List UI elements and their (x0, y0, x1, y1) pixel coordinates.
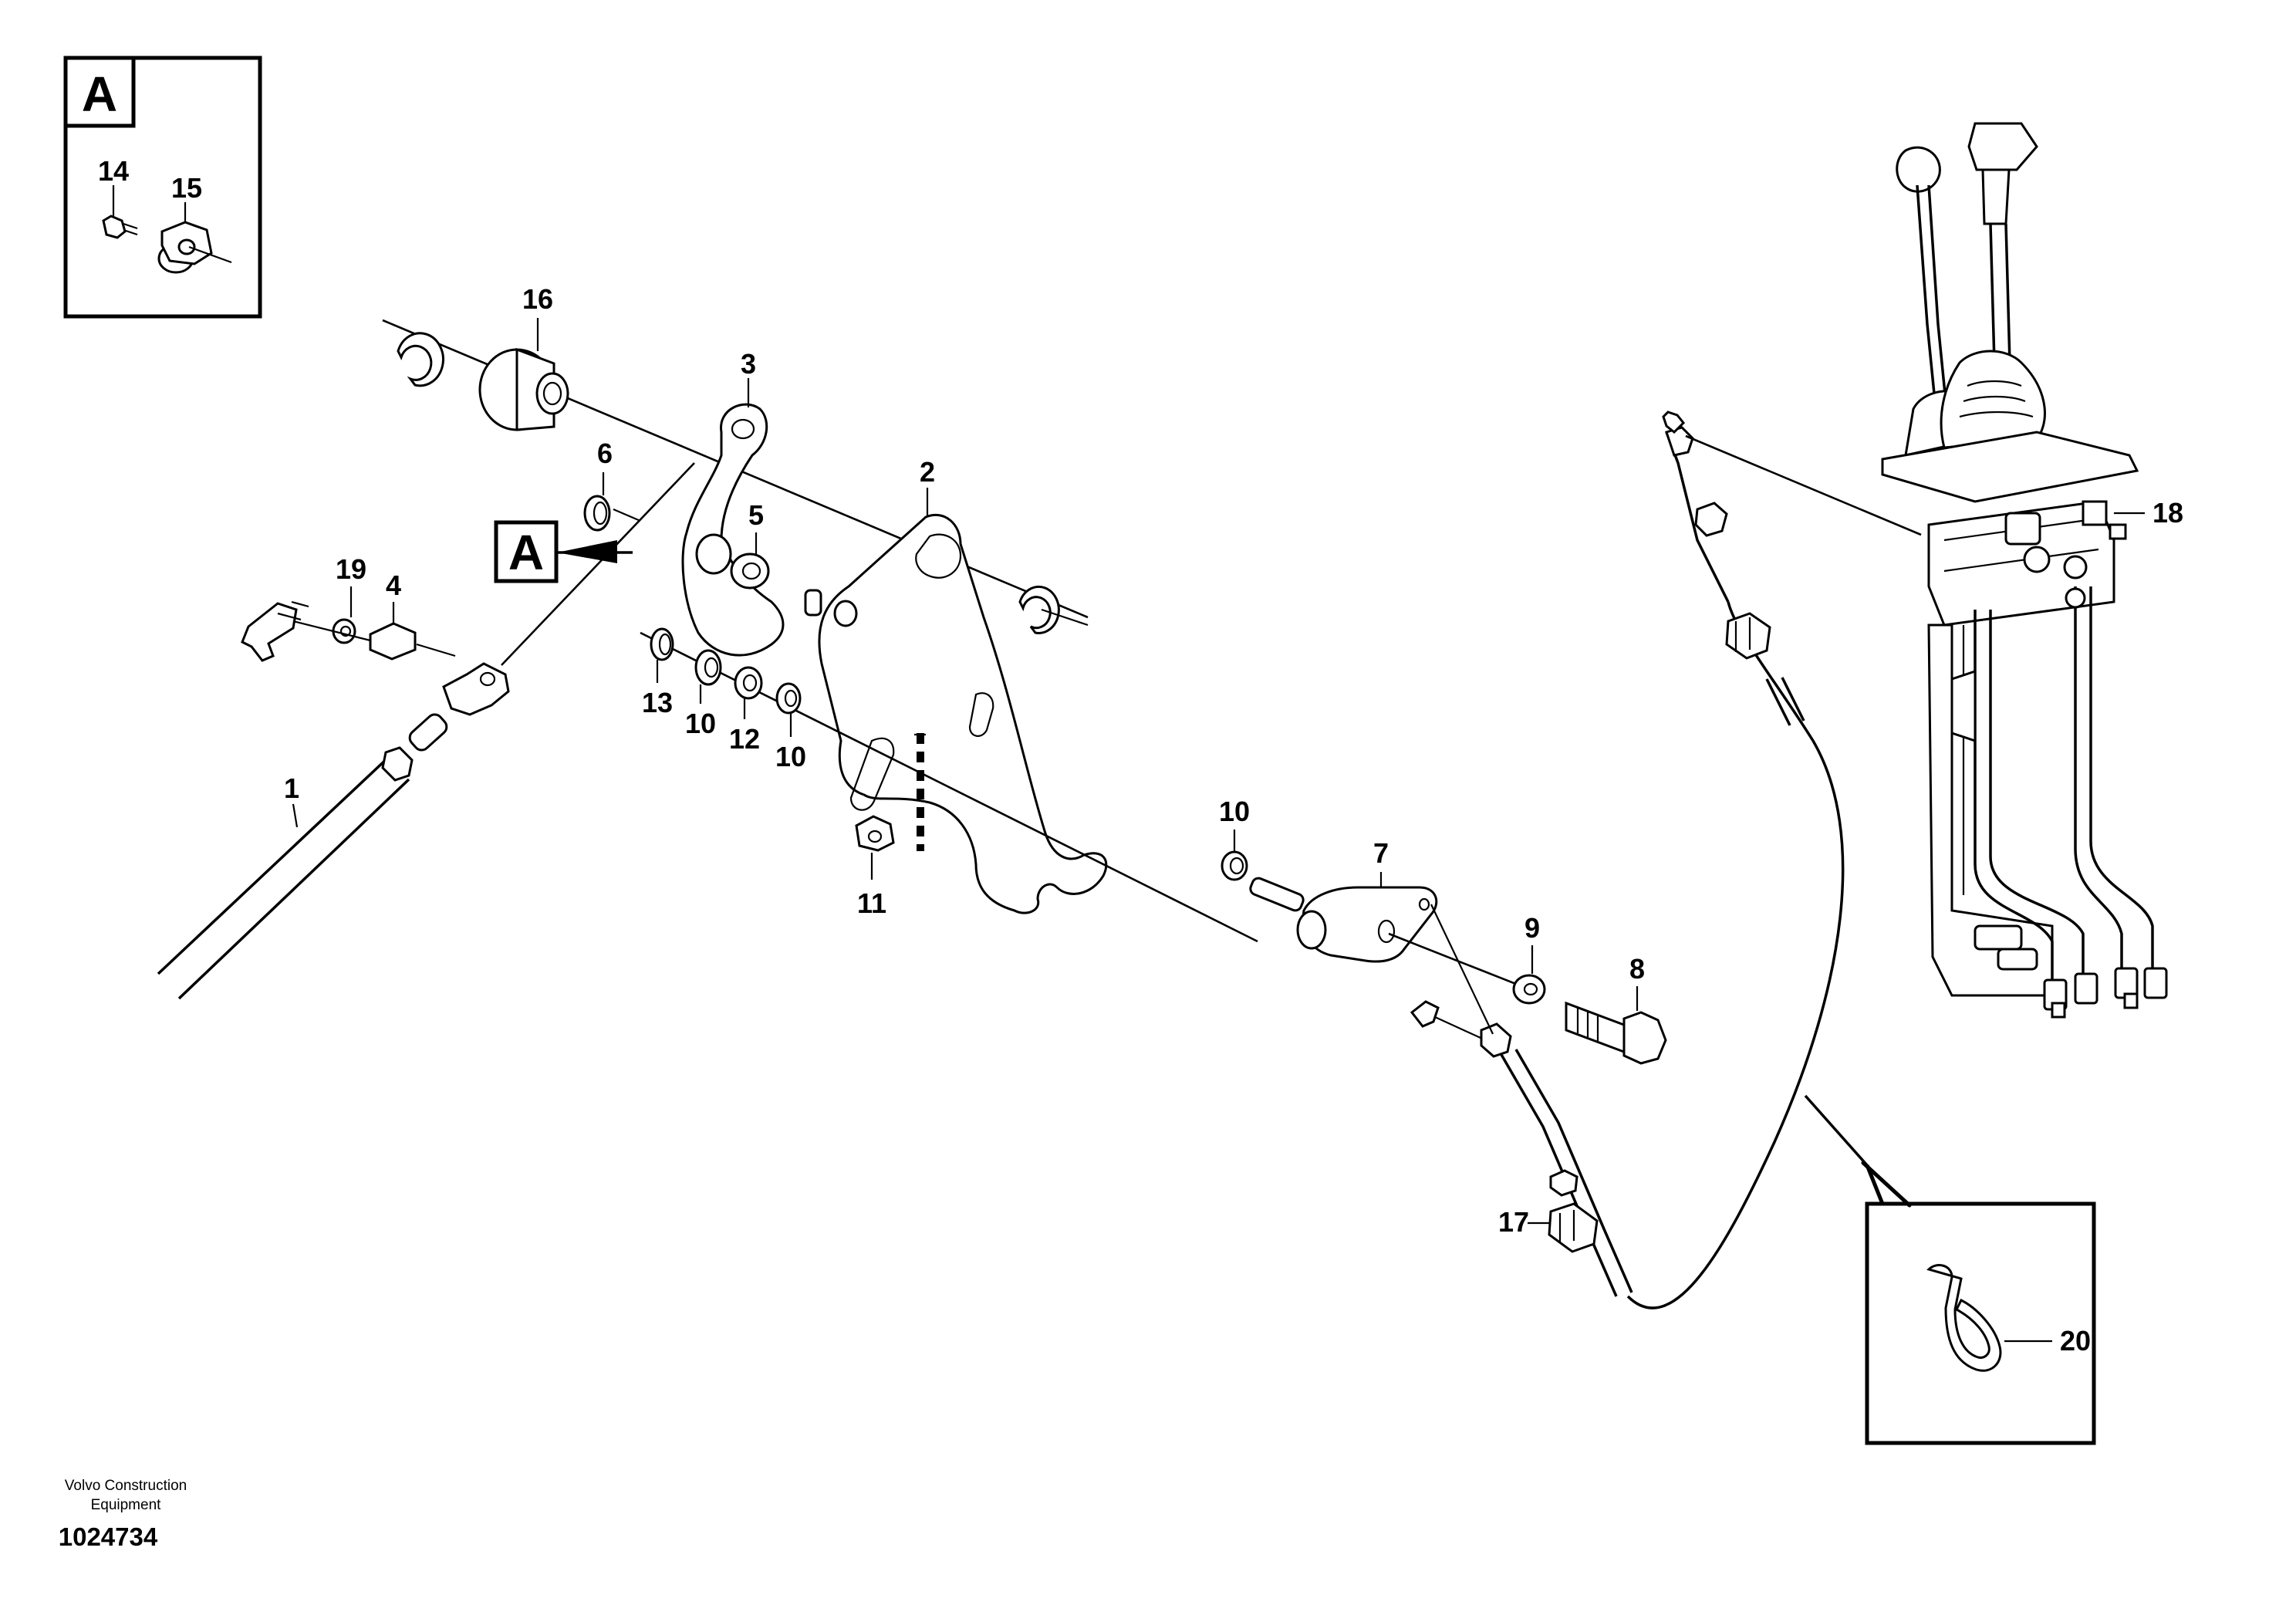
part-label-15: 15 (171, 172, 202, 204)
part-label-14: 14 (98, 155, 129, 187)
detail-a-frame (63, 56, 262, 319)
lock-washer-right (1018, 585, 1060, 634)
maker-line-2: Equipment (91, 1497, 162, 1513)
bushing-part-10-a (694, 649, 722, 686)
snap-ring-part-13 (650, 627, 674, 661)
footer: Volvo Construction Equipment 1024734 (59, 1478, 187, 1551)
bushing-part-10-b (775, 682, 802, 715)
cable-to-controller-line (1685, 434, 1922, 536)
part-label-20: 20 (2060, 1325, 2091, 1357)
pivot-pin (804, 589, 822, 617)
cable-tie-part-20 (1926, 1264, 2002, 1372)
bushing-part-16 (478, 347, 569, 431)
part-label-5: 5 (748, 499, 764, 531)
part-label-2: 2 (920, 456, 935, 488)
part-label-4: 4 (386, 569, 401, 601)
lever-arm-part-3 (681, 403, 785, 657)
nut-part-15 (157, 221, 213, 274)
part-label-12: 12 (729, 723, 760, 755)
bolt-part-8 (1565, 1001, 1667, 1065)
routing-cable-loop (1626, 411, 1845, 1309)
part-label-8: 8 (1629, 953, 1645, 985)
part-label-6: 6 (597, 438, 613, 469)
detail-a-letter-box (63, 56, 136, 128)
bracket-plate-part-2 (818, 514, 1108, 914)
control-cable-part-17 (1410, 1000, 1633, 1297)
part-label-16: 16 (522, 283, 553, 315)
callout-a-box (494, 520, 559, 583)
link-plate-part-7 (1296, 886, 1438, 963)
hidden-stud-marker (914, 733, 926, 851)
assembly-line-3 (501, 462, 695, 666)
bushing-part-5 (730, 552, 770, 590)
screw-part-14 (102, 215, 138, 239)
lock-washer-left (397, 332, 444, 387)
part-label-19: 19 (336, 553, 366, 585)
maker-line-1: Volvo Construction (65, 1478, 187, 1494)
callout-a: A (494, 520, 633, 583)
part-label-3: 3 (741, 348, 756, 380)
detail-view-clip: 20 (1804, 1094, 2096, 1445)
part-label-11: 11 (857, 887, 886, 919)
part-label-13: 13 (642, 687, 673, 718)
controller-assembly-part-18 (1881, 122, 2168, 1019)
part-label-1: 1 (284, 772, 299, 804)
detail-view-a: A 14 15 (63, 56, 262, 319)
part-label-7: 7 (1373, 837, 1389, 869)
washer-part-9 (1512, 974, 1546, 1005)
control-cable-part-1 (157, 662, 510, 1000)
part-label-10c: 10 (1219, 796, 1250, 827)
clip-part-19 (241, 600, 309, 662)
part-label-10b: 10 (775, 741, 806, 772)
spacer-part-12 (734, 666, 763, 700)
bushing-part-10-c (1221, 850, 1248, 881)
detail-a-letter: A (82, 66, 117, 122)
document-number: 1024734 (59, 1522, 158, 1551)
part-label-18: 18 (2152, 497, 2183, 529)
part-label-9: 9 (1524, 912, 1540, 944)
detail-clip-frame (1865, 1201, 2096, 1445)
part-label-17: 17 (1498, 1206, 1529, 1238)
sleeve-part-4 (369, 622, 417, 661)
callout-a-letter: A (508, 525, 544, 580)
nut-part-11 (855, 815, 895, 852)
pin-shaft (1249, 877, 1305, 912)
part-label-10a: 10 (685, 708, 716, 739)
snap-ring-part-6 (583, 495, 611, 532)
